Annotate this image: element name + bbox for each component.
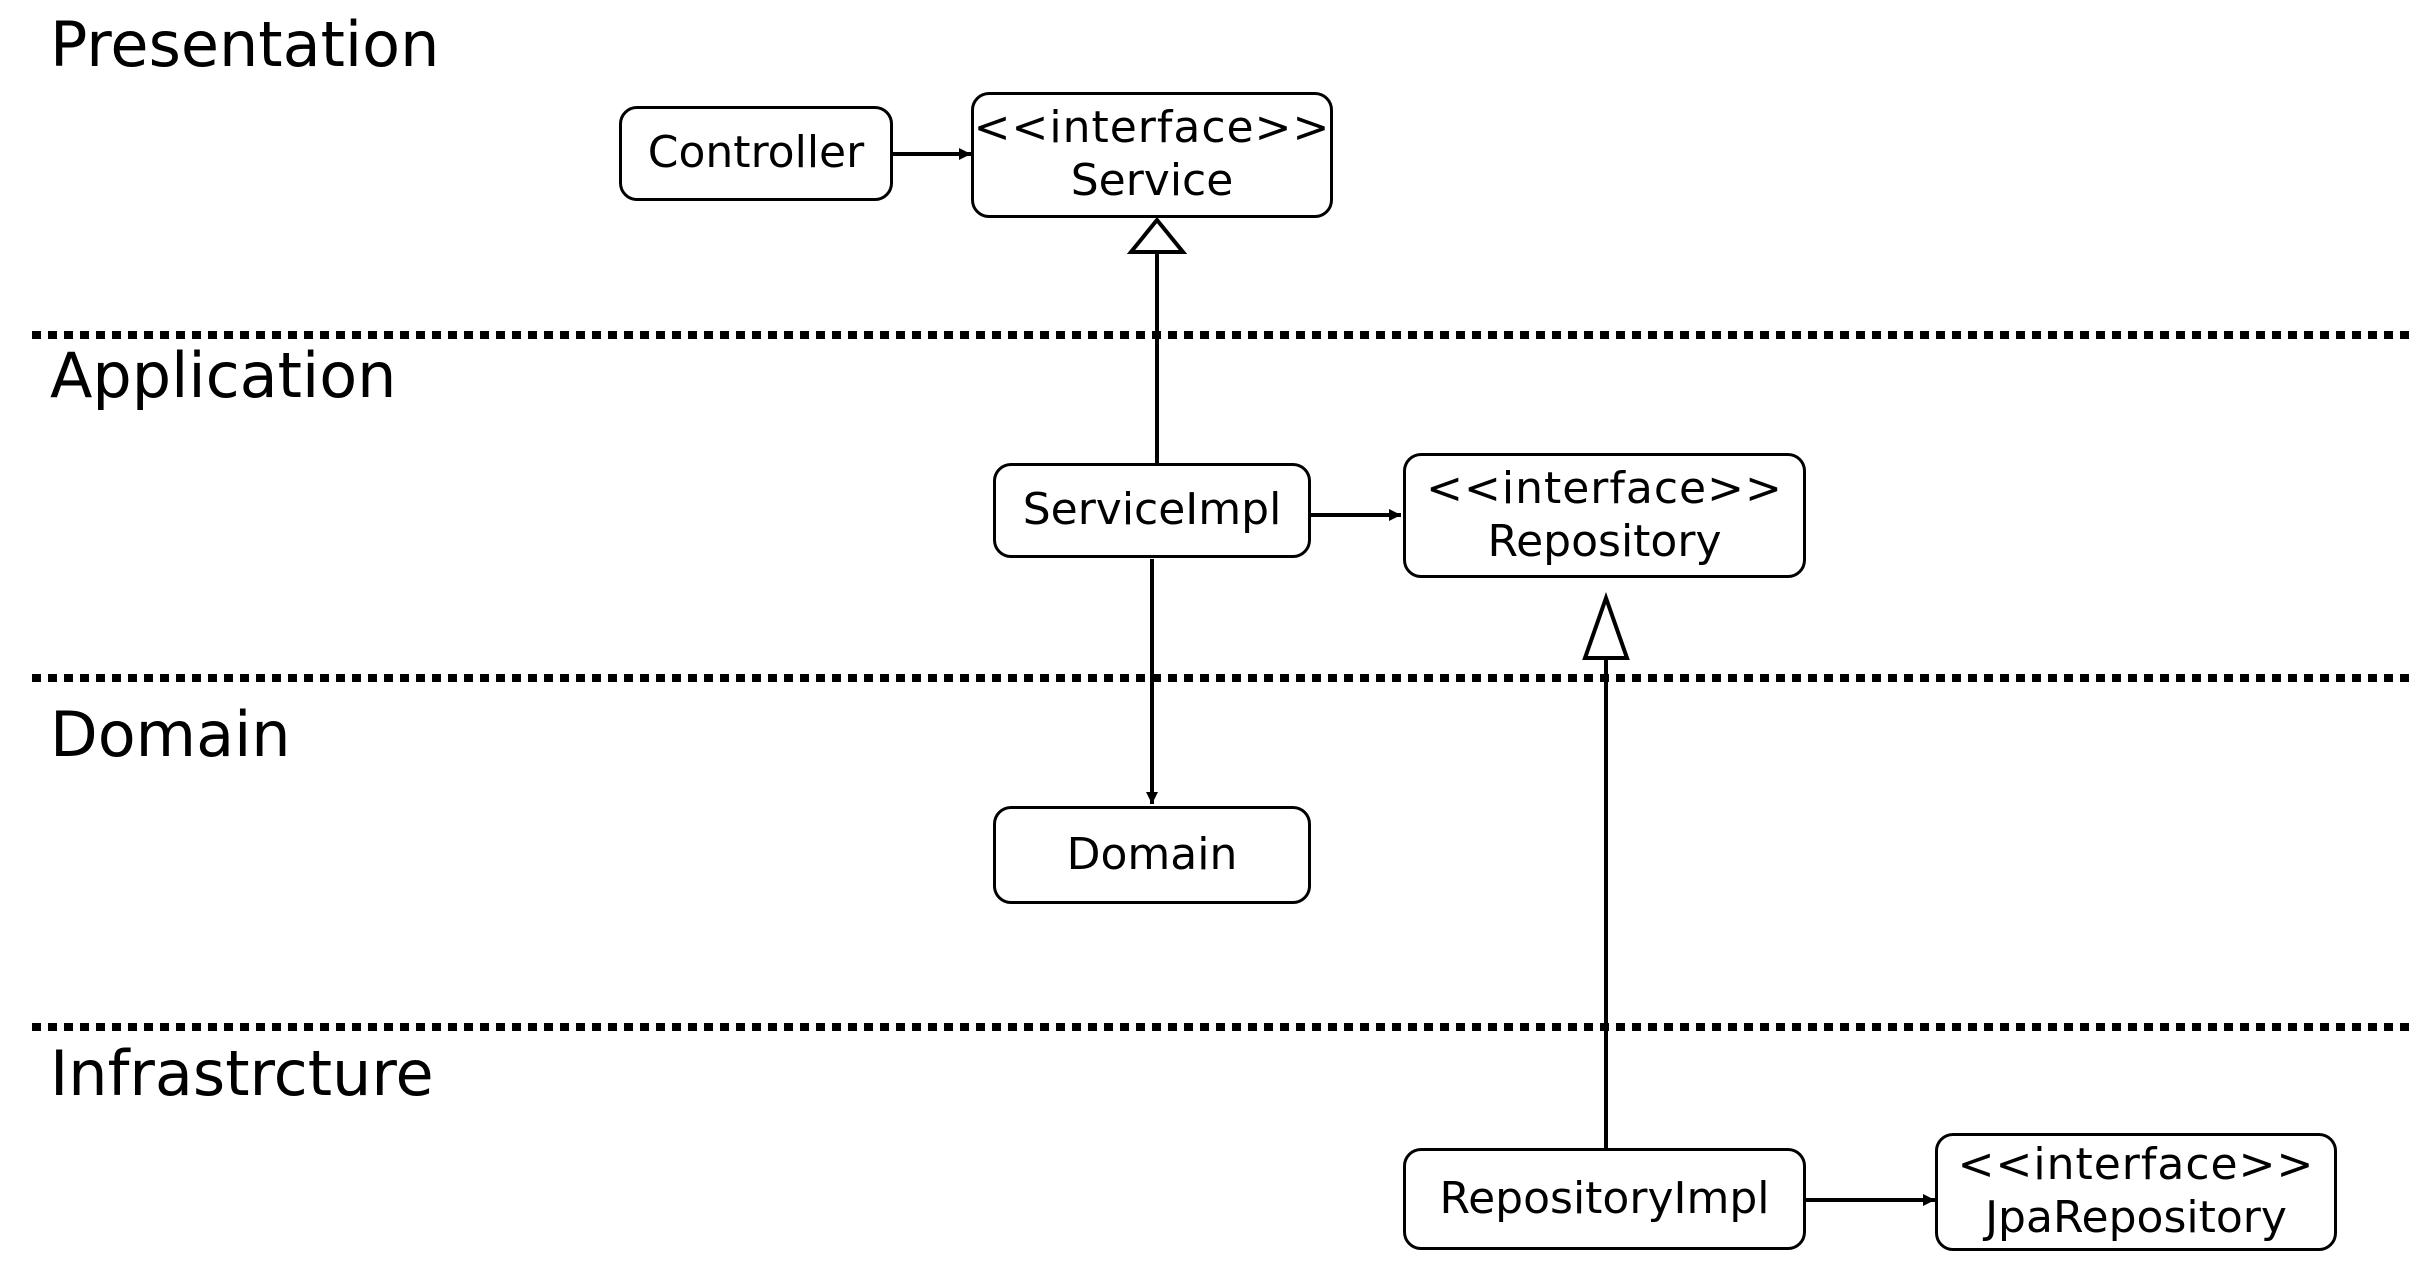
layer-label-domain: Domain [50, 698, 291, 771]
node-service-interface[interactable]: <<interface>> Service [971, 92, 1333, 218]
node-name: JpaRepository [1985, 1192, 2287, 1243]
layer-label-application: Application [50, 339, 397, 412]
node-name: Controller [647, 127, 865, 179]
node-stereotype: <<interface>> [973, 102, 1331, 154]
node-service-impl[interactable]: ServiceImpl [993, 463, 1311, 558]
node-name: Service [1070, 155, 1234, 206]
node-repository-impl[interactable]: RepositoryImpl [1403, 1148, 1806, 1250]
node-jpa-repository-interface[interactable]: <<interface>> JpaRepository [1935, 1133, 2337, 1251]
node-name: ServiceImpl [1022, 484, 1282, 536]
realization-triangle-service [1126, 216, 1188, 254]
node-repository-interface[interactable]: <<interface>> Repository [1403, 453, 1806, 578]
node-domain[interactable]: Domain [993, 806, 1311, 904]
node-stereotype: <<interface>> [1426, 462, 1783, 514]
node-name: RepositoryImpl [1439, 1172, 1770, 1224]
node-stereotype: <<interface>> [1957, 1139, 2315, 1191]
node-name: Domain [1066, 828, 1238, 880]
realization-triangle-repository [1582, 591, 1630, 660]
node-controller[interactable]: Controller [619, 106, 893, 201]
node-name: Repository [1487, 515, 1722, 567]
layer-label-infrastructure: Infrastrcture [50, 1037, 434, 1110]
layer-label-presentation: Presentation [50, 8, 440, 81]
